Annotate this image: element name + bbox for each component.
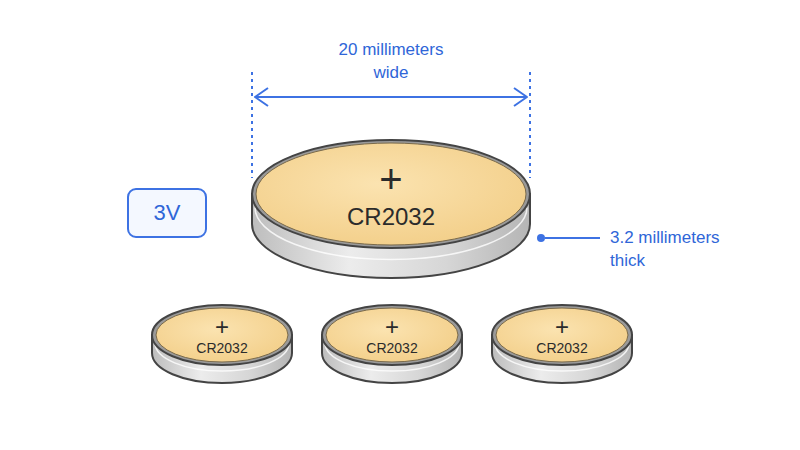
dimension-line [256, 96, 526, 98]
voltage-box: 3V [127, 188, 207, 238]
coin-face [496, 308, 628, 362]
coin-battery: + CR2032 [150, 303, 294, 385]
battery-model: CR2032 [366, 341, 417, 355]
dimension-label: 20 millimeters wide [321, 38, 461, 84]
arrow-head [255, 88, 268, 106]
coin-face-text: + CR2032 [250, 138, 532, 250]
coin-rim [492, 305, 632, 365]
voltage-label: 3V [154, 200, 181, 226]
extension-line [529, 72, 531, 178]
arrow-head [514, 88, 527, 106]
dimension-label: 3.2 millimeters thick [610, 226, 746, 272]
leader-line [545, 237, 600, 239]
battery-model: CR2032 [536, 341, 587, 355]
battery-model: CR2032 [347, 205, 435, 229]
coin-face-text: + CR2032 [150, 303, 294, 367]
coin-rim [252, 140, 530, 248]
polarity-mark: + [215, 315, 229, 339]
coin-rim [322, 305, 462, 365]
coin-face [256, 143, 526, 245]
coin-battery: + CR2032 [320, 303, 464, 385]
coin-battery: + CR2032 [490, 303, 634, 385]
coin-battery: + CR2032 [250, 138, 532, 280]
polarity-mark: + [555, 315, 569, 339]
coin-face-text: + CR2032 [320, 303, 464, 367]
polarity-mark: + [385, 315, 399, 339]
coin-face [156, 308, 288, 362]
extension-line [251, 72, 253, 178]
coin-rim [152, 305, 292, 365]
coin-face [326, 308, 458, 362]
battery-model: CR2032 [196, 341, 247, 355]
polarity-mark: + [379, 159, 402, 199]
leader-dot [537, 234, 545, 242]
coin-face-text: + CR2032 [490, 303, 634, 367]
